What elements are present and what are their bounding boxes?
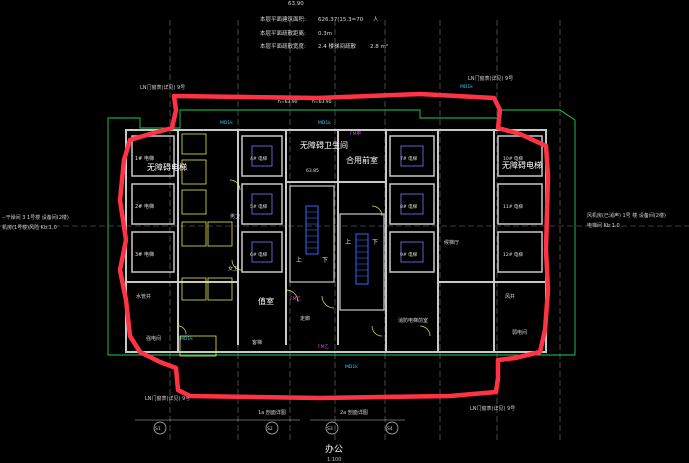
room-label-pipe-shaft: 水管井 (136, 293, 151, 300)
stair-core-right: 上 下 (339, 213, 385, 311)
room-label-lift-lobby: 候梯厅 (444, 239, 459, 246)
section-label-a: 1a 剖面详图 (258, 409, 286, 416)
header-top-label: 63.90 (288, 1, 304, 7)
elevation-tag: h=63.90 (312, 99, 332, 105)
left-edge-note-2: 机房(1号楼)风险 Kb:1.0 (2, 224, 57, 231)
side-note-bottom-left: LN门窗表(详见) 9号 (145, 395, 190, 402)
door-tag: MD1k (220, 120, 233, 126)
elevator-label: 4# 电梯 (250, 155, 268, 162)
header-row-3-unit: 2.8 m² (370, 43, 388, 50)
fire-door-tag: FM乙 (290, 295, 301, 302)
room-label-wc-male: 男卫 (230, 214, 240, 220)
room-label-passenger-lift: 客梯 (252, 339, 262, 346)
header-row-2-value: 0.3m (318, 31, 332, 37)
elevator-label: 2# 电梯 (135, 203, 154, 210)
elevator-label: 3# 电梯 (135, 251, 154, 258)
door-tag: MD1k (318, 120, 331, 126)
room-label-duty-room: 值室 (258, 296, 274, 306)
site-boundary (107, 109, 576, 356)
header-row-1-label: 本层平面建筑面积: (260, 15, 306, 23)
elevator-label: 6# 电梯 (250, 251, 268, 258)
door-tag: MD1k (180, 336, 193, 342)
left-edge-note-1: --干燥间 3 1号楼 设备间(2楼) (2, 214, 69, 221)
elevator-shafts-mid-right: 7# 电梯 8# 电梯 9# 电梯 (389, 135, 435, 273)
room-label-shared-lobby: 合用前室 (346, 155, 378, 165)
stair-up-label: 上 (296, 256, 302, 264)
elevator-label: 8# 电梯 (400, 203, 418, 210)
room-label-corridor: 走廊 (300, 315, 310, 322)
section-label-b: 2a 剖面详图 (340, 409, 368, 416)
room-label-wc-female: 女卫 (228, 265, 238, 272)
header-notes: 63.90 本层平面建筑面积: 626.37(15.3=70 人 本层平面疏散距… (260, 1, 388, 50)
elevator-label: 7# 电梯 (400, 155, 418, 162)
side-note-top-left: LN门窗表(详见) 9号 (140, 84, 185, 91)
header-row-2-label: 本层平面疏散距离: (260, 29, 306, 37)
elevator-label: 11# 电梯 (503, 203, 523, 210)
elevator-label: 12# 电梯 (503, 251, 523, 258)
elevation-tag: 63.85 (306, 168, 319, 174)
door-tag: MD1k (460, 84, 473, 90)
room-label-accessible-elevator-right: 无障碍电梯 (502, 160, 542, 170)
drawing-title: 办公 (325, 443, 343, 455)
right-edge-note-2: 电梯间 Kb:1.0 (587, 222, 620, 229)
side-note-bottom-right: LN门窗表(详见) 9号 (470, 405, 515, 412)
header-row-3-value: 2.4 楼梯间疏散 (318, 42, 356, 50)
elevator-label: 10# 电梯 (503, 155, 523, 162)
header-row-1-unit: 人 (373, 16, 379, 23)
stair-core-left: 上 下 (289, 185, 335, 283)
stair-down-label: 下 (322, 257, 328, 264)
building-walls (125, 129, 547, 353)
elevator-shafts-left: 1# 电梯 2# 电梯 3# 电梯 (131, 135, 175, 273)
elevation-tag: h=63.90 (278, 99, 298, 105)
elevator-label: 1# 电梯 (135, 155, 154, 162)
right-edge-note-1: 风机房(已消声) 1号 楼 设备间(2楼) (587, 212, 666, 219)
elevator-shafts-mid-left: 4# 电梯 5# 电梯 6# 电梯 (241, 135, 283, 273)
axis-marker: S2 (267, 426, 273, 432)
axis-marker: S3 (327, 426, 333, 432)
red-markup-outline (117, 91, 551, 401)
fire-door-tag: FM乙 (318, 343, 329, 350)
axis-marker: S1 (155, 426, 161, 432)
axis-marker: S4 (387, 426, 393, 432)
stair-down-label: 下 (372, 239, 378, 246)
header-row-3-label: 本层平面疏散宽度: (260, 42, 306, 50)
room-label-weak-current: 弱电间 (512, 329, 527, 336)
fire-door-tag: FM甲 (350, 131, 361, 137)
room-label-air-shaft: 风井 (505, 293, 515, 300)
side-note-top-right: LN门窗表(详见) 9号 (468, 75, 513, 82)
stair-up-label: 上 (345, 238, 351, 246)
room-label-accessible-elevator-left: 无障碍电梯 (147, 162, 187, 172)
door-tag: MD1k (345, 364, 358, 370)
drawing-scale: 1:100 (327, 457, 341, 463)
elevator-label: 5# 电梯 (250, 203, 268, 210)
door-swings (177, 179, 431, 337)
room-label-fire-lobby: 消防电梯前室 (398, 317, 428, 324)
header-row-1-value: 626.37(15.3=70 (318, 17, 364, 23)
room-label-electrical: 强电间 (146, 335, 161, 342)
room-label-accessible-wc: 无障碍卫生间 (300, 140, 348, 150)
elevator-label: 9# 电梯 (400, 251, 418, 258)
bottom-annotations: S1 S2 S3 S4 1a 剖面详图 2a 剖面详图 办公 1:100 (135, 409, 405, 463)
toilet-stalls (179, 133, 233, 357)
